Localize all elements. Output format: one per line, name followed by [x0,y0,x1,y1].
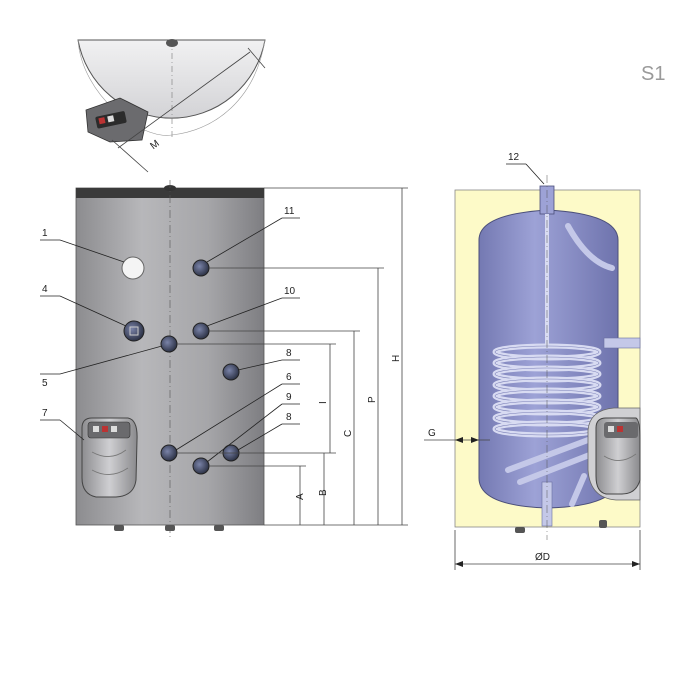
callout-1: 1 [42,228,48,239]
callout-5: 5 [42,378,48,389]
dim-I-label: I [318,401,329,404]
dim-H-label: H [391,355,402,362]
dim-C-label: C [343,430,354,437]
callout-9: 9 [286,392,292,403]
dim-D-label: ØD [535,552,550,563]
callout-7: 7 [42,408,48,419]
port-1-icon [121,256,145,280]
port-4-icon [123,320,145,342]
port-5-icon [160,335,178,353]
top-view-control-unit-icon [85,97,149,143]
port-8-upper-icon [222,363,240,381]
dim-B-label: B [318,489,329,496]
top-view: M [77,39,266,173]
dim-M-label: M [148,138,161,152]
port-6-icon [160,444,178,462]
callout-10: 10 [284,286,296,297]
dim-A-label: A [295,493,306,500]
dim-P-label: P [367,396,378,403]
callout-11: 11 [284,206,295,217]
callout-4: 4 [42,284,48,295]
callout-8-lower: 8 [286,412,292,423]
callout-6: 6 [286,372,292,383]
front-view: 1 4 5 7 11 10 8 6 9 8 A B I C P H [40,180,408,540]
port-10-icon [192,322,210,340]
port-11-icon [192,259,210,277]
control-unit-icon [81,417,138,498]
callout-8-upper: 8 [286,348,292,359]
diagram-code: S1 [641,63,665,85]
callout-12: 12 [508,152,520,163]
port-9-icon [192,457,210,475]
section-control-unit-icon [587,407,641,501]
dim-G-label: G [428,428,436,439]
section-view: 12 G ØD [424,152,641,570]
